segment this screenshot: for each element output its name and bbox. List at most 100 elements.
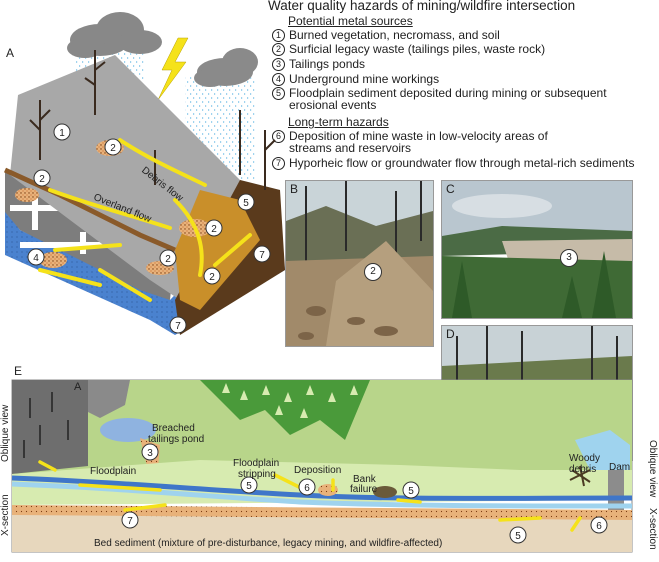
legend-item-4: 4 Underground mine workings [272, 73, 439, 86]
svg-text:5: 5 [246, 481, 252, 492]
svg-text:4: 4 [33, 253, 39, 264]
burned-tree-icons [305, 181, 422, 261]
legend-number: 6 [272, 130, 285, 143]
photo-b-image [286, 181, 433, 346]
svg-text:7: 7 [259, 250, 265, 261]
legend-number: 7 [272, 157, 285, 170]
floodplain-label: Floodplain [90, 466, 137, 477]
overland-flow-arrows [38, 138, 252, 302]
reservoir [575, 430, 630, 470]
svg-text:5: 5 [515, 531, 521, 542]
svg-text:1: 1 [59, 128, 65, 139]
mine-workings [10, 190, 120, 254]
woody-debris-label-2: debris [569, 464, 597, 475]
svg-text:2: 2 [165, 254, 171, 265]
svg-text:7: 7 [127, 516, 133, 527]
panel-a-block-diagram: 1 2 2 2 2 2 5 7 4 7 [3, 12, 285, 335]
oblique-view-right-label: Oblique view [647, 440, 658, 498]
legend-text: Hyporheic flow or groundwater flow throu… [289, 156, 635, 170]
legend-item-5: 5 Floodplain sediment deposited during m… [272, 87, 607, 111]
photo-c-number: 3 [560, 249, 578, 267]
cloud-icon [194, 48, 258, 87]
woody-debris [569, 465, 591, 487]
rock-debris [298, 306, 398, 340]
bank-failure-mound [373, 486, 397, 498]
panel-c-letter: C [446, 182, 455, 196]
svg-text:5: 5 [243, 198, 249, 209]
panel-a-letter: A [6, 46, 15, 60]
dead-tree-icons [29, 50, 276, 190]
legend-title: Water quality hazards of mining/wildfire… [268, 0, 576, 13]
inset-a-letter: A [74, 381, 82, 393]
svg-text:2: 2 [110, 143, 116, 154]
photo-b-waste-rock: B 2 [285, 180, 434, 347]
conifer-icons [452, 251, 616, 318]
legend-text-continued: streams and reservoirs [289, 141, 412, 155]
legend-item-3: 3 Tailings ponds [272, 58, 365, 71]
legend-number: 2 [272, 43, 285, 56]
oblique-view-left-label: Oblique view [0, 404, 11, 462]
floodplain-stripping-label-2: stripping [238, 469, 276, 480]
legend-text-block: Floodplain sediment deposited during min… [289, 87, 607, 111]
xsection-right-label: X-section [647, 508, 658, 550]
legend-number: 1 [272, 29, 285, 42]
legend-text-continued: erosional events [289, 98, 377, 112]
tailings-pile [15, 188, 39, 202]
svg-text:3: 3 [147, 448, 153, 459]
conifer-icons [222, 383, 358, 418]
legend-text: Tailings ponds [289, 57, 366, 71]
lightning-icon [157, 37, 189, 101]
breached-label: Breached [152, 423, 195, 434]
legend-item-6: 6 Deposition of mine waste in low-veloci… [272, 130, 548, 154]
bank-failure-label-2: failure [350, 484, 378, 495]
legend-item-1: 1 Burned vegetation, necromass, and soil [272, 29, 500, 42]
svg-text:2: 2 [39, 174, 45, 185]
legend-text: Surficial legacy waste (tailings piles, … [289, 42, 546, 56]
woody-debris-label-1: Woody [569, 453, 600, 464]
xsection-left-label: X-section [0, 494, 11, 536]
hazards-heading: Long-term hazards [288, 115, 389, 129]
panel-e-letter: E [14, 364, 23, 378]
legend-text: Deposition of mine waste in low-velocity… [289, 129, 548, 143]
legend-text: Floodplain sediment deposited during min… [289, 86, 607, 100]
svg-text:7: 7 [175, 321, 181, 332]
legend-text: Underground mine workings [289, 72, 440, 86]
tailings-pile [39, 252, 67, 268]
legend-item-7: 7 Hyporheic flow or groundwater flow thr… [272, 157, 635, 170]
legend-number: 5 [272, 87, 285, 100]
deposition-mound [318, 484, 338, 496]
svg-text:6: 6 [304, 483, 310, 494]
inset-a-edge [88, 380, 130, 418]
legend-number: 4 [272, 73, 285, 86]
tailings-pond [100, 418, 156, 442]
photo-b-number: 2 [364, 263, 382, 281]
bed-sediment-label: Bed sediment (mixture of pre-disturbance… [94, 538, 443, 549]
panel-b-letter: B [290, 182, 299, 196]
legend-number: 3 [272, 58, 285, 71]
legend-item-2: 2 Surficial legacy waste (tailings piles… [272, 43, 545, 56]
bank-failure-label-1: Bank [353, 474, 376, 485]
sediment-stripe [12, 505, 632, 520]
svg-text:2: 2 [211, 224, 217, 235]
legend-text: Burned vegetation, necromass, and soil [289, 28, 500, 42]
sources-heading: Potential metal sources [288, 14, 413, 28]
floodplain-stripping-label-1: Floodplain [233, 458, 280, 469]
stream-channel [11, 475, 633, 501]
dead-tree-icons [23, 392, 69, 458]
stream-channel-light [11, 481, 633, 509]
svg-text:2: 2 [209, 272, 215, 283]
panel-e-numbers: 3 5 6 5 7 5 6 [121, 443, 608, 544]
photo-c-tailings-pond: C 3 [441, 180, 633, 319]
inset-a-area [12, 380, 88, 474]
panel-d-letter: D [446, 327, 455, 341]
photo-c-image [442, 181, 632, 318]
panel-a-numbers: 1 2 2 2 2 2 5 7 4 7 [27, 123, 271, 334]
dam-label: Dam [609, 462, 631, 473]
tailings-pond-label: tailings pond [148, 434, 205, 445]
svg-text:6: 6 [596, 521, 602, 532]
surface-soil-stripe [3, 167, 176, 253]
deposition-label: Deposition [294, 465, 342, 476]
legend-text-block: Deposition of mine waste in low-velocity… [289, 130, 548, 154]
svg-text:5: 5 [408, 486, 414, 497]
